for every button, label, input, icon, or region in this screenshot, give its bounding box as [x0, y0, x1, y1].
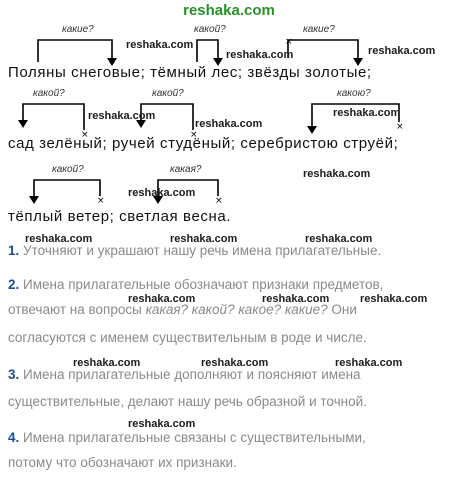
arrow-2 — [196, 39, 219, 62]
arrowhead-2 — [213, 58, 223, 66]
watermark: reshaka.com — [303, 168, 371, 180]
arrow-1 — [37, 39, 113, 62]
answer-questions: какая? какой? какое? какие? — [145, 302, 328, 317]
watermark: reshaka.com — [128, 418, 196, 430]
watermark: reshaka.com — [201, 357, 269, 369]
watermark: reshaka.com — [262, 293, 330, 305]
question-label: какие? — [62, 24, 94, 35]
question-label: какая? — [170, 164, 202, 175]
watermark: reshaka.com — [333, 107, 401, 119]
arrow-5 — [140, 103, 194, 130]
answer-2-line-2: отвечают на вопросы какая? какой? какое?… — [8, 302, 357, 317]
watermark: reshaka.com — [128, 187, 196, 199]
arrowhead-7 — [29, 196, 39, 204]
watermark: reshaka.com — [226, 49, 294, 61]
question-label: какой? — [52, 164, 84, 175]
arrowhead-1 — [107, 58, 117, 66]
answer-text: отвечают на вопросы — [8, 302, 146, 317]
answer-1: 1. Уточняют и украшают нашу речь имена п… — [8, 243, 381, 258]
cross-mark: × — [396, 122, 404, 132]
answer-text: Имена прилагательные связаны с существит… — [23, 430, 366, 445]
question-label: какой? — [152, 88, 184, 99]
watermark: reshaka.com — [335, 357, 403, 369]
arrowhead-4 — [18, 120, 28, 128]
cross-mark: × — [215, 196, 223, 206]
watermark: reshaka.com — [360, 293, 428, 305]
watermark: reshaka.com — [88, 110, 156, 122]
watermark: reshaka.com — [195, 118, 263, 130]
answer-number: 2. — [8, 277, 20, 292]
arrowhead-8 — [153, 196, 163, 204]
question-label: какою? — [337, 88, 371, 99]
answer-2-line-3: согласуются с именем существительным в р… — [8, 330, 367, 345]
answer-text: Уточняют и украшают нашу речь имена прил… — [23, 243, 382, 258]
answer-2-line-1: 2. Имена прилагательные обозначают призн… — [8, 277, 383, 292]
answer-3-line-2: существительные, делают нашу речь образн… — [8, 394, 367, 409]
answer-text: Они — [327, 302, 357, 317]
arrowhead-3 — [353, 58, 363, 66]
watermark: reshaka.com — [126, 39, 194, 51]
arrowhead-5 — [136, 120, 146, 128]
watermark: reshaka.com — [305, 233, 373, 245]
answer-number: 3. — [8, 367, 20, 382]
arrow-8 — [157, 179, 219, 200]
answer-4-line-2: потому что обозначают их признаки. — [8, 455, 237, 470]
site-logo[interactable]: reshaka.com — [183, 2, 275, 19]
cross-mark: × — [97, 196, 105, 206]
answer-number: 4. — [8, 430, 20, 445]
answer-number: 1. — [8, 243, 20, 258]
watermark: reshaka.com — [73, 357, 141, 369]
answer-text: Имена прилагательные обозначают признаки… — [23, 277, 384, 292]
arrow-6 — [311, 103, 400, 130]
cross-mark: × — [285, 37, 293, 47]
answer-text: Имена прилагательные дополняют и поясняю… — [23, 367, 361, 382]
cross-mark: × — [81, 130, 89, 140]
phrase-line-2: сад зелёный; ручей студёный; серебристою… — [8, 135, 399, 152]
arrowhead-6 — [307, 126, 317, 134]
phrase-line-3: тёплый ветер; светлая весна. — [8, 208, 232, 225]
answer-4-line-1: 4. Имена прилагательные связаны с сущест… — [8, 430, 366, 445]
phrase-line-1: Поляны снеговые; тёмный лес; звёзды золо… — [8, 64, 372, 81]
watermark: reshaka.com — [368, 45, 436, 57]
answer-3-line-1: 3. Имена прилагательные дополняют и пояс… — [8, 367, 361, 382]
arrow-3 — [287, 39, 359, 60]
arrow-7 — [33, 179, 101, 200]
watermark: reshaka.com — [170, 233, 238, 245]
cross-mark: × — [190, 130, 198, 140]
question-label: какие? — [303, 24, 335, 35]
question-label: какой? — [194, 24, 226, 35]
question-label: какой? — [33, 88, 65, 99]
watermark: reshaka.com — [128, 293, 196, 305]
arrow-4 — [22, 103, 85, 130]
watermark: reshaka.com — [25, 233, 93, 245]
